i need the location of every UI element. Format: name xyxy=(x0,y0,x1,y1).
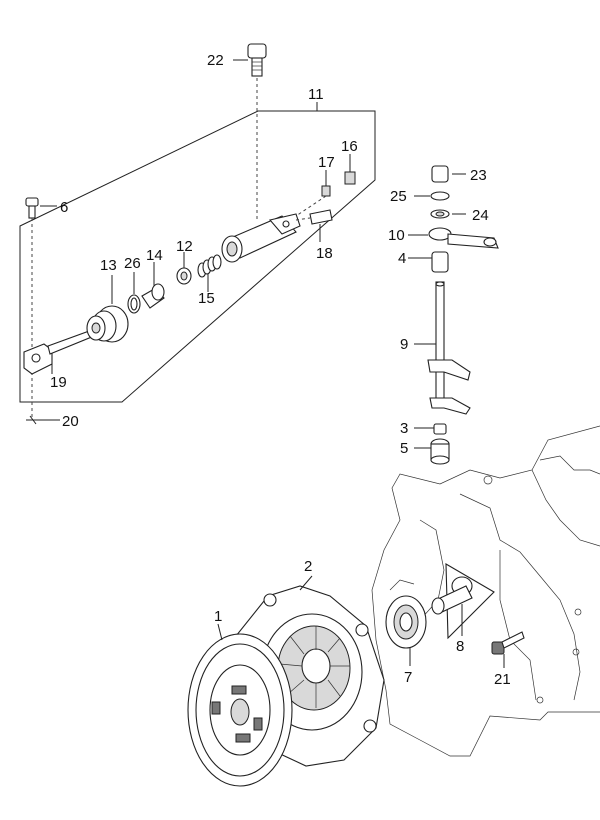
label-24: 24 xyxy=(472,207,489,224)
assembly-box-11 xyxy=(19,102,376,403)
label-6: 6 xyxy=(60,199,68,216)
label-22: 22 xyxy=(207,52,224,69)
label-3: 3 xyxy=(400,420,408,437)
label-1: 1 xyxy=(214,608,222,625)
part-16-cap xyxy=(344,154,356,185)
label-5: 5 xyxy=(400,440,408,457)
part-17-bleeder xyxy=(295,170,331,217)
label-23: 23 xyxy=(470,167,487,184)
part-25-ring xyxy=(414,191,450,201)
part-21-bolt xyxy=(491,631,525,668)
part-23-bushing xyxy=(431,165,466,183)
label-16: 16 xyxy=(341,138,358,155)
part-1-clutch-disc xyxy=(187,623,293,787)
label-12: 12 xyxy=(176,238,193,255)
part-18-fitting xyxy=(295,209,333,242)
label-18: 18 xyxy=(316,245,333,262)
part-6-pin xyxy=(25,197,60,425)
part-19-push-rod xyxy=(23,329,95,375)
label-11: 11 xyxy=(308,86,324,103)
part-4-bushing xyxy=(408,251,449,273)
label-15: 15 xyxy=(198,290,215,307)
part-24-washer xyxy=(430,209,466,219)
slave-cylinder-body xyxy=(221,213,301,263)
label-20: 20 xyxy=(62,413,79,430)
part-26-ring xyxy=(127,272,141,314)
part-9-fork-shaft xyxy=(414,281,471,415)
label-19: 19 xyxy=(50,374,67,391)
label-25: 25 xyxy=(390,188,407,205)
label-8: 8 xyxy=(456,638,464,655)
part-10-lever xyxy=(408,227,499,249)
label-14: 14 xyxy=(146,247,163,264)
label-17: 17 xyxy=(318,154,335,171)
part-22-bolt xyxy=(233,43,267,220)
label-13: 13 xyxy=(100,257,117,274)
label-9: 9 xyxy=(400,336,408,353)
part-13-boot xyxy=(86,275,129,343)
part-8-guide xyxy=(431,563,495,640)
label-10: 10 xyxy=(388,227,405,244)
part-14-piston xyxy=(141,262,165,309)
label-7: 7 xyxy=(404,669,412,686)
label-21: 21 xyxy=(494,671,511,688)
part-7-release-bearing xyxy=(385,595,427,666)
part-12-washer xyxy=(176,252,192,285)
part-5-bushing xyxy=(414,438,450,465)
part-15-spring xyxy=(197,254,222,292)
label-4: 4 xyxy=(398,250,406,267)
part-3-bushing xyxy=(414,423,447,435)
label-2: 2 xyxy=(304,558,312,575)
label-26: 26 xyxy=(124,255,141,272)
part-labels: 22 11 16 17 6 12 14 18 13 26 15 19 20 23… xyxy=(50,52,511,688)
